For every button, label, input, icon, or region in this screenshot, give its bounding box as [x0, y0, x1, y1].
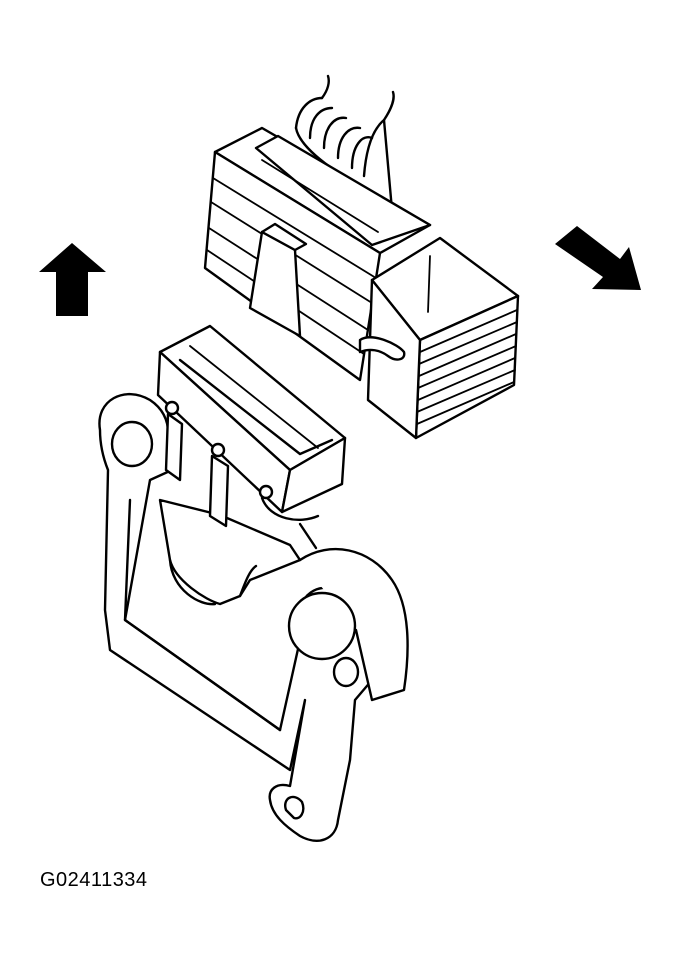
pivot-hole — [332, 656, 360, 688]
arrow-down-right-icon — [555, 226, 641, 290]
pivot-boss — [287, 591, 357, 661]
bracket-eye-left — [110, 420, 154, 468]
arrow-up-icon — [39, 243, 106, 316]
terminal-pins — [164, 400, 320, 550]
bracket-hook-eye — [284, 795, 305, 820]
figure-code: G02411334 — [40, 869, 148, 891]
sensor-bracket — [98, 324, 409, 842]
upper-connector — [203, 74, 520, 440]
